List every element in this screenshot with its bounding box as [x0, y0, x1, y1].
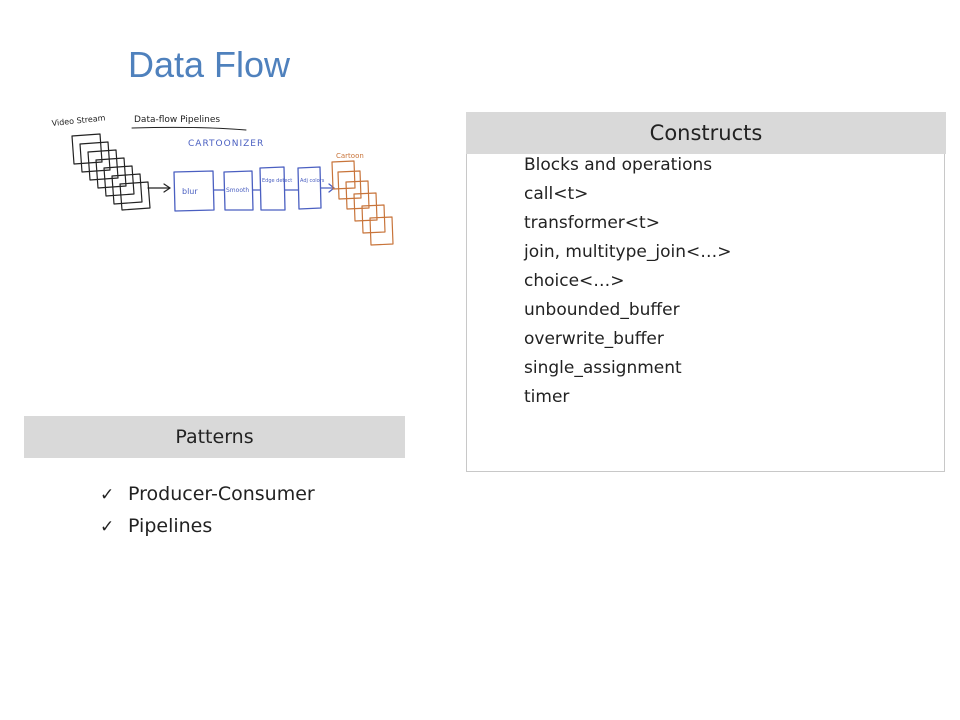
patterns-header: Patterns [24, 416, 405, 458]
sketch-label-cartoon: Cartoon [336, 152, 364, 160]
construct-item: timer [524, 387, 570, 407]
input-frames [71, 133, 151, 211]
construct-item: Blocks and operations [524, 155, 713, 175]
construct-item: call<t> [524, 184, 589, 204]
sketch-label-video-stream: Video Stream [51, 113, 106, 128]
stage-blur-label: blur [182, 187, 198, 196]
constructs-list: Blocks and operations call<t> transforme… [524, 151, 731, 412]
sketch-label-pipelines: Data-flow Pipelines [134, 115, 220, 125]
construct-item: overwrite_buffer [524, 329, 664, 349]
pattern-item: ✓ Pipelines [100, 510, 315, 542]
pattern-item-label: Producer-Consumer [128, 483, 315, 505]
output-frames [331, 160, 394, 246]
constructs-header: Constructs [466, 112, 946, 154]
patterns-list: ✓ Producer-Consumer ✓ Pipelines [100, 478, 315, 542]
pipeline-stages [173, 166, 335, 212]
sketch-label-cartoonizer: CARTOONIZER [188, 139, 264, 149]
pattern-item-label: Pipelines [128, 515, 213, 537]
stage-edge-label: Edge detect [262, 178, 292, 184]
construct-item: single_assignment [524, 358, 682, 378]
construct-item: unbounded_buffer [524, 300, 680, 320]
pattern-item: ✓ Producer-Consumer [100, 478, 315, 510]
checkmark-icon: ✓ [100, 517, 115, 537]
stage-smooth-label: Smooth [226, 187, 249, 194]
slide-title: Data Flow [128, 44, 291, 85]
checkmark-icon: ✓ [100, 485, 115, 505]
stage-adj-colors-label: Adj colors [300, 178, 325, 184]
construct-item: choice<…> [524, 271, 625, 291]
construct-item: transformer<t> [524, 213, 660, 233]
pipeline-sketch: Video Stream Data-flow Pipelines CARTOON… [51, 113, 394, 246]
construct-item: join, multitype_join<…> [524, 242, 732, 262]
